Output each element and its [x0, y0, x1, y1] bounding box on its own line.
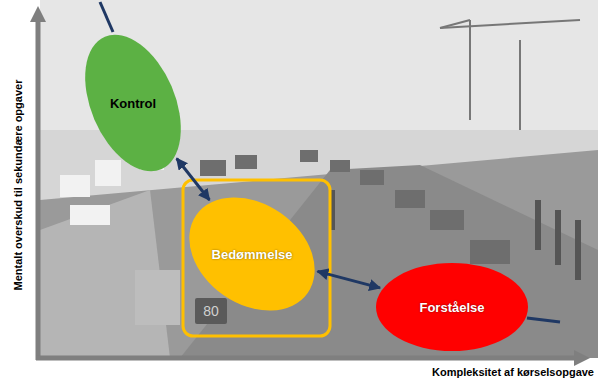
axis-label: Mentalt overskud til sekundære opgaver: [12, 80, 24, 291]
speed-sign-text: 80: [203, 303, 219, 319]
double-arrow: [318, 271, 380, 288]
ellipse-node: Kontrol: [58, 28, 208, 178]
ellipse-node: Bedømmelse: [181, 183, 323, 325]
double-arrow: [177, 158, 210, 200]
x-axis: [36, 356, 582, 361]
lead-line: [100, 2, 113, 32]
ellipse-node: Forståelse: [373, 228, 531, 385]
axis-label: Kompleksitet af kørselsopgave: [432, 366, 594, 378]
y-axis: [36, 14, 41, 360]
node-label: Forståelse: [419, 300, 484, 315]
node-label: Kontrol: [110, 96, 156, 111]
lead-line: [527, 318, 560, 322]
node-label: Bedømmelse: [212, 247, 293, 262]
